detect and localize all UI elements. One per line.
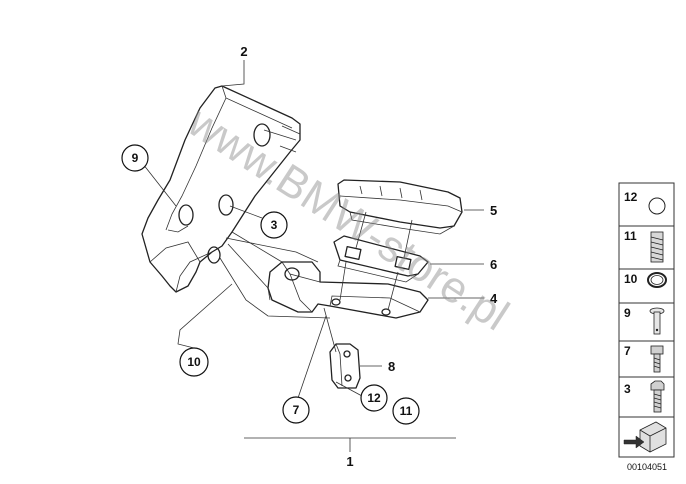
leader-lines — [142, 60, 484, 452]
plate-part-8[interactable] — [329, 343, 361, 389]
callout-12: 12 — [360, 384, 388, 412]
spring-icon — [650, 231, 664, 263]
legend-label-7: 7 — [624, 344, 631, 358]
callout-9: 9 — [121, 144, 149, 172]
legend-label-11: 11 — [624, 229, 637, 243]
diagram-code: 00104051 — [627, 462, 667, 472]
watermark: www.BMW-store.pl — [179, 97, 518, 341]
legend-label-9: 9 — [624, 306, 631, 320]
parts-legend: 12 11 10 9 7 3 — [618, 182, 675, 458]
bracket-part-2[interactable] — [141, 85, 301, 293]
plate-part-6[interactable] — [333, 235, 429, 283]
assembly-arrow-icon — [623, 421, 667, 453]
callout-11: 11 — [392, 397, 420, 425]
svg-text:3: 3 — [271, 218, 278, 232]
footrest-rubber-part-5[interactable] — [337, 179, 463, 235]
socket-bolt-icon — [650, 345, 664, 373]
label-8: 8 — [388, 359, 395, 374]
svg-text:12: 12 — [367, 391, 381, 405]
footrest-base-part-4[interactable] — [267, 261, 429, 319]
callout-10: 10 — [179, 347, 209, 377]
legend-label-10: 10 — [624, 272, 638, 286]
o-ring-icon — [648, 197, 666, 215]
label-6: 6 — [490, 257, 497, 272]
legend-label-12: 12 — [624, 190, 638, 204]
clip-ring-icon — [647, 272, 667, 288]
svg-text:10: 10 — [187, 355, 201, 369]
label-5: 5 — [490, 203, 497, 218]
callout-3: 3 — [260, 211, 288, 239]
assembly-lines — [219, 129, 413, 353]
label-1: 1 — [346, 454, 353, 469]
label-2: 2 — [240, 44, 247, 59]
callout-7: 7 — [282, 396, 310, 424]
svg-text:9: 9 — [132, 151, 139, 165]
legend-label-3: 3 — [624, 382, 631, 396]
label-4: 4 — [490, 291, 498, 306]
hex-bolt-icon — [650, 380, 665, 413]
svg-text:11: 11 — [400, 404, 413, 418]
pin-icon — [649, 307, 665, 335]
svg-text:7: 7 — [293, 403, 300, 417]
